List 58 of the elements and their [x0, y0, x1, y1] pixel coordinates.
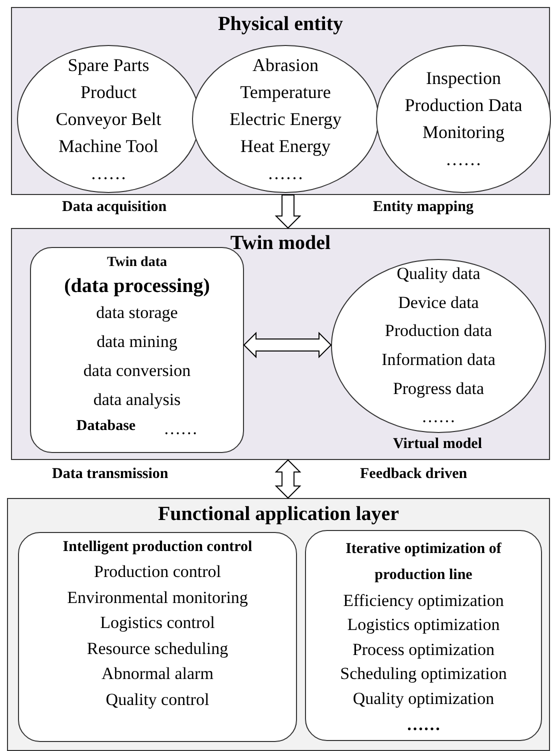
item-text: Logistics optimization [347, 614, 500, 636]
item-text: Inspection [426, 67, 501, 90]
item-text: Production Data [404, 94, 522, 117]
item-text: Quality optimization [352, 688, 494, 710]
item-text: Quality control [106, 688, 210, 711]
box-heading: Intelligent production control [62, 538, 252, 557]
item-text: …… [90, 162, 126, 184]
item-text: data conversion [83, 360, 191, 382]
item-text: Abrasion [252, 54, 318, 76]
item-text: Temperature [240, 80, 331, 104]
box-heading: Iterative optimization of production line [344, 540, 502, 586]
item-text: data mining [96, 330, 178, 353]
item-text: Progress data [392, 378, 484, 400]
item-text: …… [268, 162, 304, 184]
item-text: …… [406, 714, 440, 736]
item-text: …… [164, 418, 198, 440]
item-text: Monitoring [422, 121, 504, 144]
item-text: …… [422, 406, 456, 428]
layer-panel [11, 7, 550, 195]
ellipse-caption: Virtual model [392, 436, 484, 453]
arrow-caption: Data transmission [52, 466, 168, 483]
arrow-caption: Feedback driven [360, 466, 468, 483]
panel-title: Functional application layer [158, 502, 400, 526]
item-text: Quality data [396, 263, 480, 286]
arrow-caption: Entity mapping [373, 199, 474, 216]
item-text: Information data [382, 349, 496, 371]
item-text: Abnormal alarm [102, 663, 214, 685]
item-text: …… [446, 148, 482, 171]
item-text: Database [76, 416, 136, 436]
panel-title: Twin model [230, 231, 331, 255]
item-text: Spare Parts [68, 54, 150, 77]
arrow-caption: Data acquisition [62, 199, 167, 216]
box-heading: Twin data [106, 254, 168, 272]
item-text: Production control [94, 561, 221, 583]
layer-panel [7, 498, 550, 751]
module-box [18, 532, 297, 742]
layer-panel [11, 228, 550, 460]
item-text: Conveyor Belt [56, 108, 162, 131]
item-text: Electric Energy [229, 108, 342, 131]
item-text: Process optimization [352, 638, 495, 661]
item-text: Environmental monitoring [67, 586, 248, 609]
item-text: data analysis [93, 388, 181, 411]
item-text: Efficiency optimization [343, 590, 504, 612]
block-arrow [243, 332, 332, 358]
block-arrow [274, 194, 302, 229]
module-box [305, 530, 542, 741]
block-arrow [274, 459, 302, 499]
item-text: data storage [96, 302, 178, 324]
item-text: Product [80, 80, 136, 104]
item-text: Machine Tool [58, 134, 158, 158]
item-text: Resource scheduling [86, 638, 228, 660]
item-text: Device data [398, 292, 479, 314]
item-text: Production data [384, 320, 492, 342]
item-text: Logistics control [100, 612, 215, 634]
item-text: (data processing) [64, 274, 210, 299]
item-text: Heat Energy [240, 134, 331, 158]
panel-title: Physical entity [218, 12, 343, 36]
item-text: Scheduling optimization [340, 663, 507, 686]
